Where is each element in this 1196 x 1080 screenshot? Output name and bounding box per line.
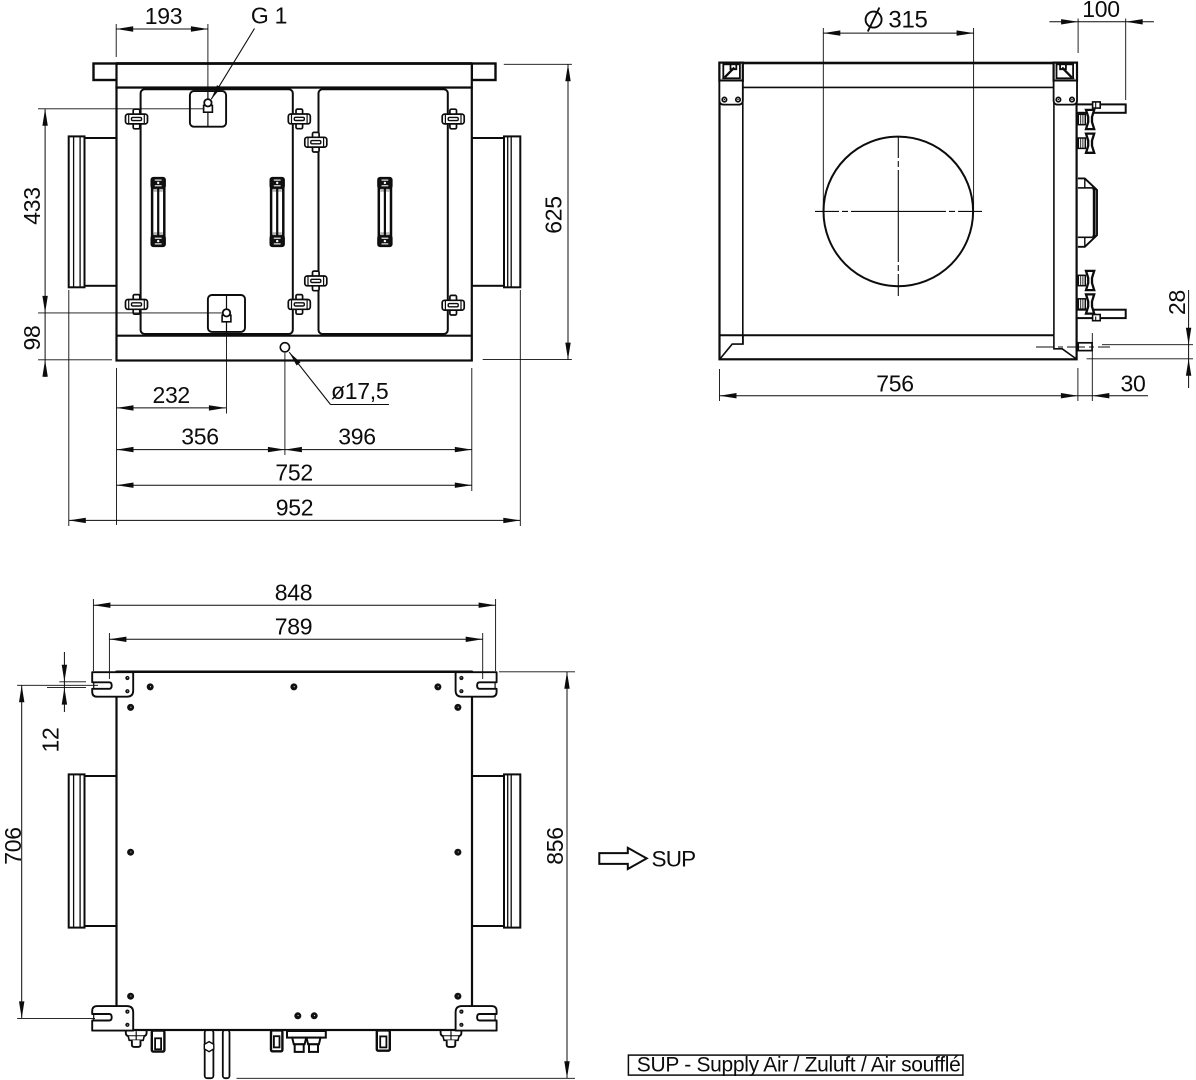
svg-text:98: 98: [19, 326, 45, 351]
svg-text:315: 315: [888, 6, 927, 33]
svg-text:30: 30: [1121, 370, 1146, 396]
svg-text:952: 952: [276, 495, 313, 521]
svg-text:433: 433: [19, 187, 45, 224]
svg-text:789: 789: [275, 613, 312, 639]
svg-text:ø17,5: ø17,5: [331, 378, 388, 404]
svg-text:SUP - Supply Air / Zuluft /: SUP - Supply Air / Zuluft / Air soufflé: [637, 1054, 961, 1077]
svg-text:100: 100: [1082, 0, 1119, 22]
svg-text:SUP: SUP: [652, 847, 696, 872]
svg-text:28: 28: [1164, 290, 1190, 315]
svg-text:706: 706: [0, 827, 26, 864]
svg-text:193: 193: [145, 3, 182, 29]
svg-text:848: 848: [275, 579, 312, 605]
svg-text:752: 752: [275, 459, 312, 485]
svg-text:356: 356: [181, 424, 218, 450]
svg-text:625: 625: [540, 196, 566, 233]
svg-text:856: 856: [542, 827, 568, 864]
svg-text:G 1: G 1: [251, 2, 287, 28]
svg-text:396: 396: [338, 424, 375, 450]
svg-text:12: 12: [38, 728, 64, 753]
svg-text:232: 232: [152, 382, 189, 408]
svg-text:756: 756: [876, 370, 913, 396]
